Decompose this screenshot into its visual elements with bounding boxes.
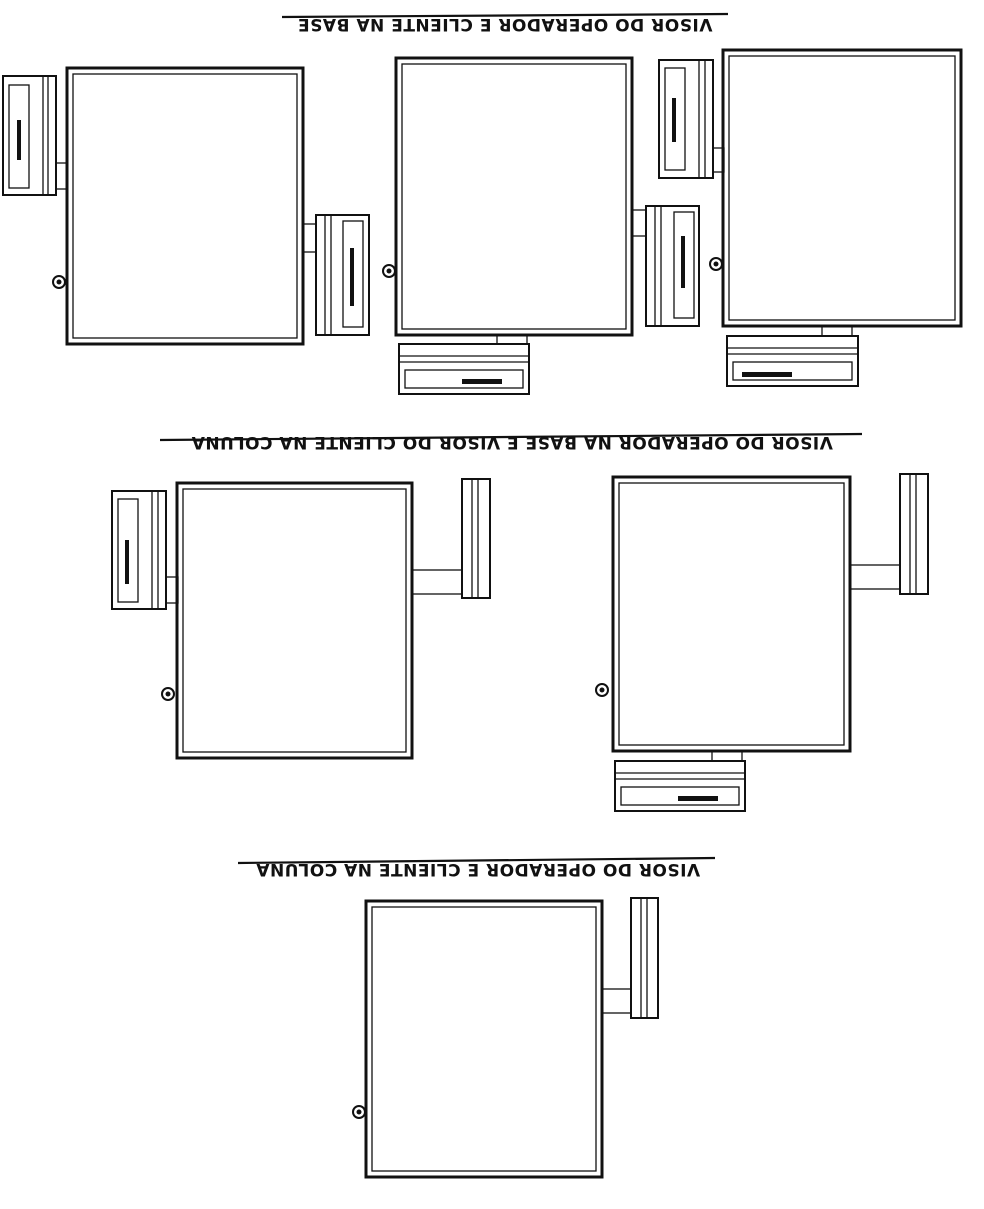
pole-display — [411, 478, 491, 599]
section-2-caption: VISOR DO OPERADOR NA BASE E VISOR DO CLI… — [191, 432, 833, 452]
section-3: VISOR DO OPERADOR E CLIENTE NA COLUNA — [237, 856, 716, 1179]
terminal-1b — [382, 56, 700, 395]
base-display — [398, 334, 530, 395]
terminal-2b — [595, 473, 929, 812]
monitor — [611, 475, 852, 753]
pole-display — [601, 897, 659, 1019]
side-display-left — [658, 59, 725, 179]
monitor — [721, 48, 963, 328]
terminal-1a — [2, 66, 370, 346]
terminal-3a — [352, 897, 659, 1179]
side-display-right — [302, 214, 370, 336]
monitor — [175, 481, 414, 760]
side-display-left — [111, 490, 179, 610]
base-display — [614, 750, 746, 812]
section-3-caption: VISOR DO OPERADOR E CLIENTE NA COLUNA — [256, 859, 701, 879]
monitor — [364, 899, 604, 1179]
section-1-caption: VISOR DO OPERADOR E CLIENTE NA BASE — [298, 14, 713, 34]
terminal-1c — [658, 48, 963, 387]
monitor — [394, 56, 634, 337]
base-display — [726, 325, 859, 387]
section-1: VISOR DO OPERADOR E CLIENTE NA BASE — [2, 12, 963, 395]
section-2-caption-rule — [159, 432, 863, 442]
side-display-right — [631, 205, 700, 327]
side-display-left — [2, 75, 68, 196]
pole-display — [849, 473, 929, 595]
monitor — [65, 66, 305, 346]
section-3-caption-rule — [237, 856, 716, 865]
section-1-caption-rule — [281, 12, 729, 19]
terminal-2a — [111, 478, 491, 760]
section-2: VISOR DO OPERADOR NA BASE E VISOR DO CLI… — [111, 432, 929, 812]
